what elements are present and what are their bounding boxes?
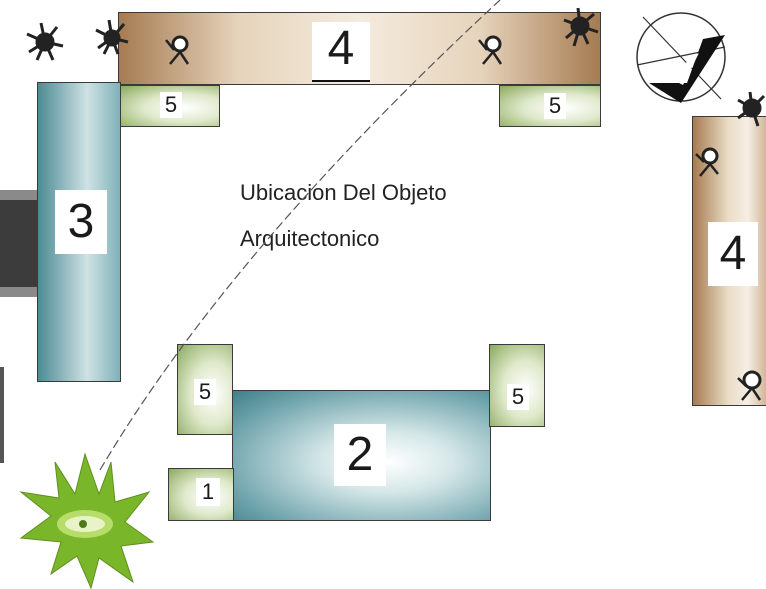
zone-central-right-patch-number: 5 xyxy=(507,384,529,410)
tree-icon xyxy=(478,35,503,65)
north-arrow-icon xyxy=(636,12,726,103)
dark-panel-lower xyxy=(0,367,4,463)
tree-icon xyxy=(737,91,766,127)
zone-top-bar-number: 4 xyxy=(312,22,370,82)
zone-small-block-number: 1 xyxy=(196,478,220,506)
zone-top-right-patch-number: 5 xyxy=(544,93,566,119)
tree-icon xyxy=(26,22,64,61)
title-line-1: Ubicacion Del Objeto xyxy=(240,180,447,205)
title-line-2: Arquitectonico xyxy=(240,226,380,251)
tree-icon xyxy=(563,7,599,47)
zone-central-left-patch-number: 5 xyxy=(194,379,216,405)
tree-icon xyxy=(695,147,719,177)
tree-icon xyxy=(737,370,762,401)
eye-icon xyxy=(19,452,155,589)
dark-panel-upper-inner xyxy=(0,200,40,287)
zone-left-column-number: 3 xyxy=(55,190,107,254)
zone-central-block-number: 2 xyxy=(334,424,386,486)
sight-path-line xyxy=(99,0,501,471)
tree-icon xyxy=(165,35,190,65)
zone-top-left-patch-number: 5 xyxy=(160,92,182,118)
zone-right-column-number: 4 xyxy=(708,222,758,286)
tree-icon xyxy=(95,19,129,55)
